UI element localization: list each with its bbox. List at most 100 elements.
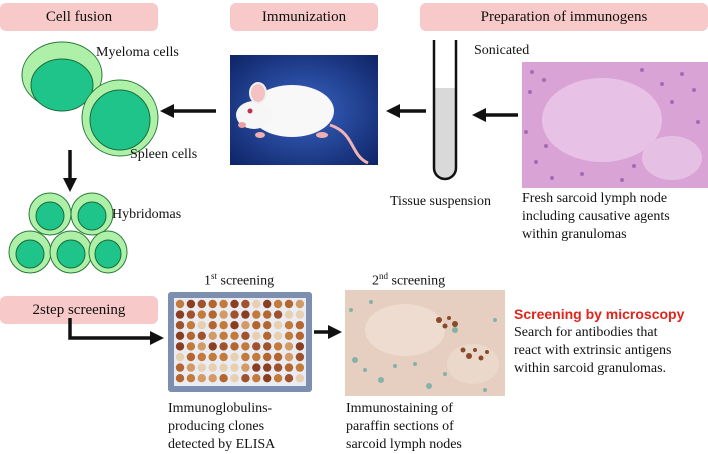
immunostaining-caption: Immunostaining of paraffin sections of s…	[346, 401, 462, 452]
tissue-suspension-label: Tissue suspension	[390, 194, 492, 209]
elisa-well	[284, 310, 294, 319]
elisa-plate-image	[168, 292, 312, 392]
elisa-well	[284, 331, 294, 340]
elisa-well	[295, 310, 305, 319]
elisa-well	[284, 352, 294, 362]
elisa-well	[284, 321, 294, 330]
myeloma-spleen-cells	[21, 41, 159, 157]
elisa-well	[230, 299, 239, 309]
elisa-well	[197, 363, 206, 372]
elisa-well	[175, 342, 185, 351]
elisa-well	[263, 331, 272, 340]
elisa-well	[263, 374, 272, 383]
elisa-well	[230, 352, 239, 362]
arrow-left-1	[160, 104, 216, 118]
elisa-well	[219, 342, 228, 351]
elisa-well	[252, 331, 261, 340]
hybridoma-cell	[28, 192, 72, 236]
spleen-label: Spleen cells	[130, 147, 198, 162]
arrow-left-2	[386, 104, 426, 118]
myeloma-label: Myeloma cells	[96, 45, 179, 60]
elisa-well	[197, 321, 206, 330]
hybridomas-cells	[8, 192, 128, 274]
elisa-well	[284, 342, 294, 351]
spleen-cell-inner	[89, 89, 151, 151]
elisa-well	[295, 299, 305, 309]
header-immunization: Immunization	[230, 3, 378, 31]
elisa-well	[252, 342, 261, 351]
elisa-caption: Immunoglobulins- producing clones detect…	[168, 401, 276, 452]
elisa-well	[197, 374, 206, 383]
elisa-well	[186, 363, 196, 372]
sarcoid-lymph-node-image	[522, 62, 708, 188]
lymph-caption: Fresh sarcoid lymph node including causa…	[522, 191, 670, 242]
elisa-well	[241, 310, 250, 319]
elisa-well	[284, 363, 294, 372]
elisa-well	[197, 352, 206, 362]
elisa-well	[295, 342, 305, 351]
elisa-well	[252, 321, 261, 330]
elisa-well	[252, 374, 261, 383]
elisa-well	[219, 310, 228, 319]
immunostaining-image	[345, 290, 505, 396]
elisa-well	[230, 321, 239, 330]
elisa-well	[208, 374, 217, 383]
elisa-well	[208, 342, 217, 351]
elisa-well	[241, 299, 250, 309]
elisa-well	[263, 352, 272, 362]
elisa-well	[175, 363, 185, 372]
elisa-well	[284, 299, 294, 309]
elisa-well	[197, 342, 206, 351]
elisa-well	[197, 299, 206, 309]
elisa-well	[186, 352, 196, 362]
elisa-well	[241, 321, 250, 330]
elisa-well	[273, 331, 283, 340]
elisa-well	[219, 352, 228, 362]
elisa-well	[208, 363, 217, 372]
elisa-well	[197, 331, 206, 340]
elisa-well	[197, 310, 206, 319]
elisa-well	[284, 374, 294, 383]
elisa-well	[273, 363, 283, 372]
elisa-well	[208, 310, 217, 319]
header-cell-fusion: Cell fusion	[0, 3, 158, 31]
elisa-well	[230, 342, 239, 351]
elisa-well	[208, 331, 217, 340]
elisa-well	[295, 374, 305, 383]
elisa-well	[263, 310, 272, 319]
header-2step-screening: 2step screening	[0, 296, 158, 324]
elisa-well	[208, 352, 217, 362]
sonicated-label: Sonicated	[474, 43, 530, 58]
elisa-well	[186, 342, 196, 351]
elisa-well	[186, 310, 196, 319]
elisa-well	[186, 299, 196, 309]
elisa-well	[252, 363, 261, 372]
microscopy-title: Screening by microscopy	[514, 306, 685, 322]
arrow-left-3	[472, 108, 518, 122]
second-screening-label: 2nd screening	[372, 271, 446, 289]
elisa-well	[175, 374, 185, 383]
myeloma-cell-inner	[30, 58, 94, 112]
elisa-well	[175, 321, 185, 330]
elisa-well	[273, 374, 283, 383]
elisa-well	[186, 374, 196, 383]
elisa-well	[230, 374, 239, 383]
elisa-well	[273, 310, 283, 319]
elisa-well	[263, 363, 272, 372]
elisa-well	[186, 321, 196, 330]
elisa-well	[219, 363, 228, 372]
elisa-well	[252, 352, 261, 362]
elisa-well	[230, 331, 239, 340]
elisa-well	[252, 310, 261, 319]
arrow-right	[314, 325, 342, 339]
elisa-well	[175, 299, 185, 309]
elisa-well	[186, 331, 196, 340]
elisa-well	[219, 321, 228, 330]
elisa-well	[208, 321, 217, 330]
elisa-well	[273, 342, 283, 351]
elisa-well	[295, 363, 305, 372]
elisa-well	[208, 299, 217, 309]
elisa-well	[241, 363, 250, 372]
elisa-well	[219, 299, 228, 309]
elisa-well	[295, 352, 305, 362]
